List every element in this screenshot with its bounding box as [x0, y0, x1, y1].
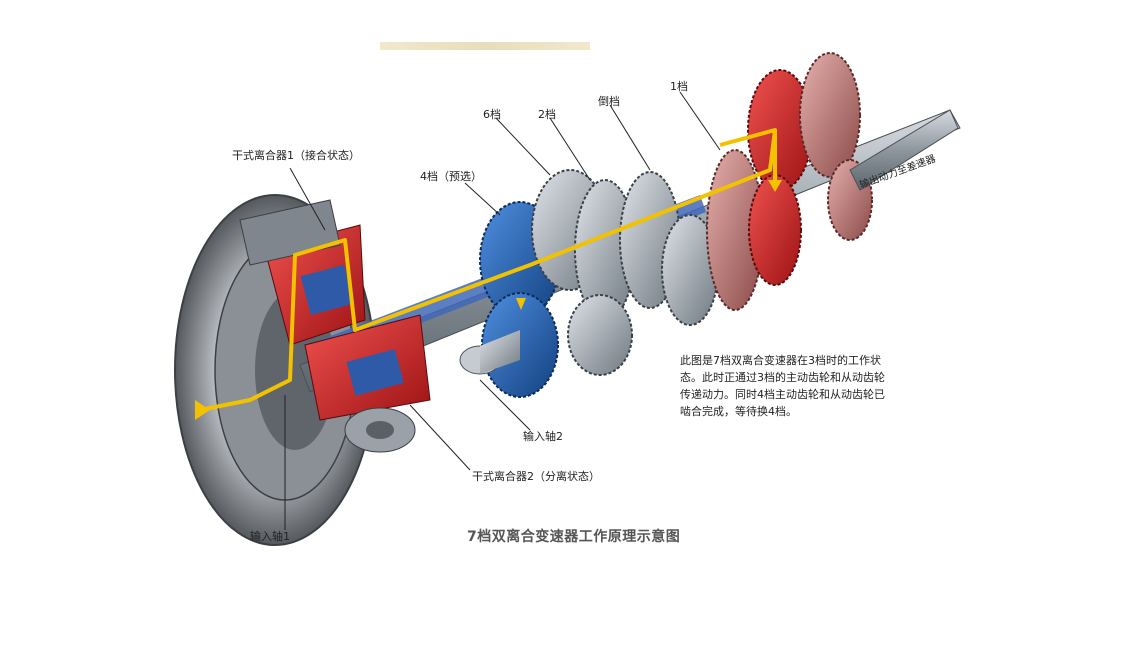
power-flow-path: [199, 128, 777, 412]
note-line: 传递动力。同时4档主动齿轮和从动齿轮已: [680, 388, 885, 401]
top-blurred-strip: [380, 42, 590, 50]
note-line: 啮合完成，等待换4档。: [680, 405, 797, 418]
gear-2-steel: [567, 179, 636, 376]
label-gear6: 6档: [483, 108, 501, 121]
gear-1-red: [706, 52, 873, 311]
diagram-caption: 7档双离合变速器工作原理示意图: [467, 529, 681, 545]
label-clutch1: 干式离合器1（接合状态）: [232, 149, 360, 162]
power-flow-arrows: [195, 180, 782, 420]
label-input-shaft1: 输入轴1: [250, 530, 290, 543]
input-shaft-2-stub: [459, 330, 520, 375]
reverse-gear-steel: [619, 171, 719, 326]
label-gear1: 1档: [670, 80, 688, 93]
label-reverse: 倒档: [598, 95, 620, 108]
clutch-assembly: [239, 199, 431, 453]
output-shaft: [849, 109, 959, 191]
explanation-note: 此图是7档双离合变速器在3档时的工作状 态。此时正通过3档的主动齿轮和从动齿轮 …: [680, 352, 910, 420]
note-line: 此图是7档双离合变速器在3档时的工作状: [680, 354, 881, 367]
label-input-shaft2: 输入轴2: [523, 430, 563, 443]
label-gear4-preselect: 4档（预选）: [420, 170, 482, 183]
label-clutch2: 干式离合器2（分离状态）: [472, 470, 600, 483]
label-gear2: 2档: [538, 108, 556, 121]
leader-lines: [284, 91, 721, 530]
note-line: 态。此时正通过3档的主动齿轮和从动齿轮: [680, 371, 885, 384]
